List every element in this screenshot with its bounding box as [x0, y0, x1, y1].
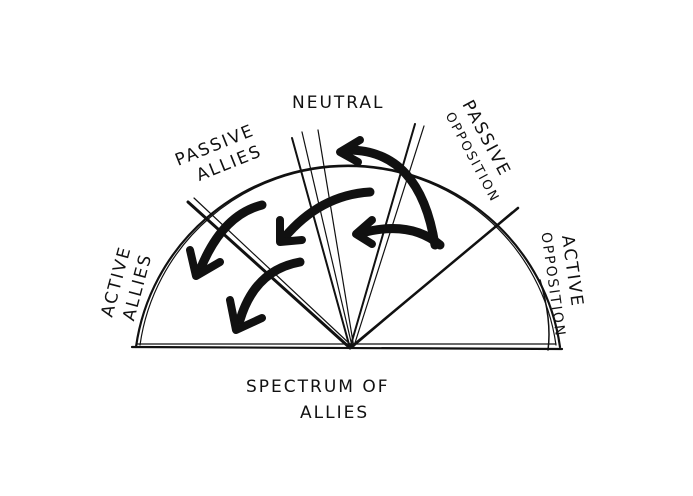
arrow-icon [226, 257, 305, 334]
right-edge-sketch [539, 279, 550, 351]
arrow-icon [336, 136, 440, 250]
label-neutral: NEUTRAL [292, 93, 385, 113]
baseline [130, 345, 564, 351]
arrow-icon [276, 187, 375, 246]
diagram-title-line1: SPECTRUM OF [246, 377, 390, 397]
semicircle-sketch-line [139, 165, 557, 346]
movement-arrows [186, 136, 445, 334]
arrow-icon [186, 200, 267, 280]
divider-passive-allies-neutral [291, 137, 351, 349]
diagram-title-line2: ALLIES [300, 403, 369, 423]
divider-sketch [301, 131, 353, 347]
divider-sketch [317, 129, 355, 349]
divider-sketch [353, 211, 513, 347]
divider-neutral-passive-opposition [349, 123, 416, 349]
divider-sketch [353, 125, 425, 347]
arrow-icon [352, 216, 445, 250]
semicircle-outline [134, 164, 562, 349]
